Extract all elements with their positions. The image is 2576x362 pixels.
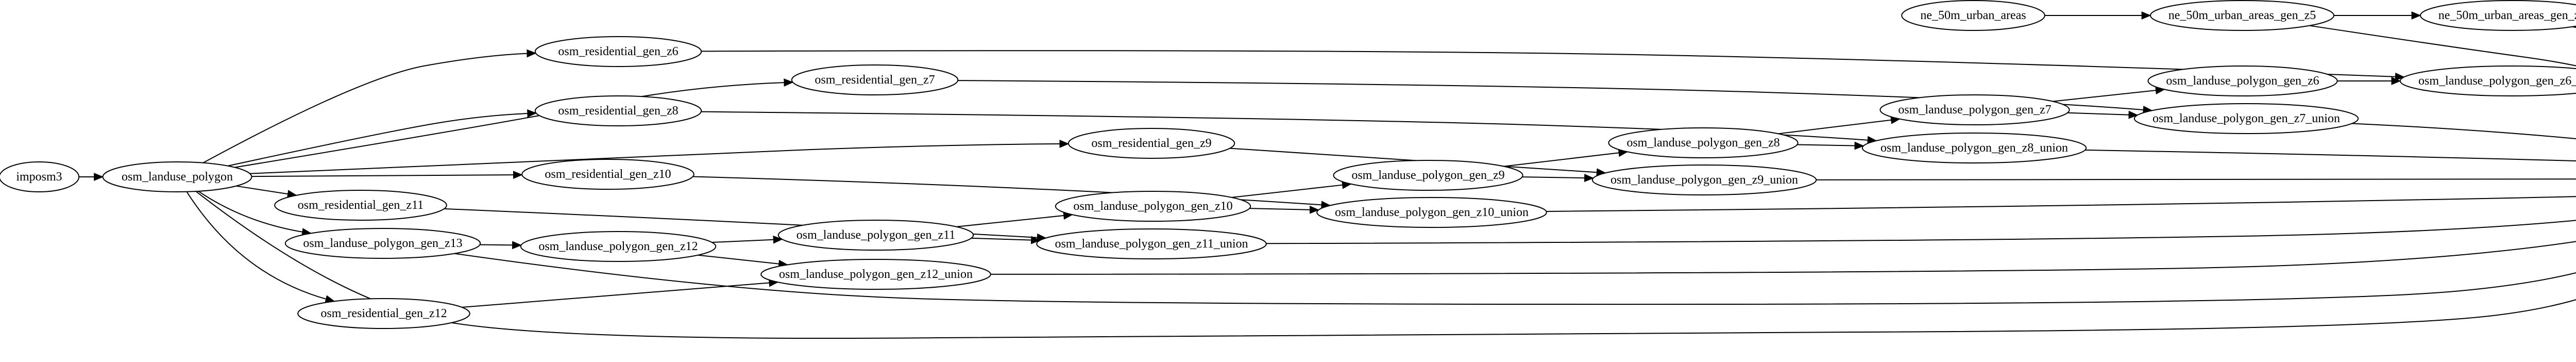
osm_landuse_polygon_gen_z7_union: osm_landuse_polygon_gen_z7_union <box>2133 103 2359 134</box>
edge-osm_landuse_polygon-to-osm_residential_gen_z10 <box>251 171 523 179</box>
osm_residential_gen_z12: osm_residential_gen_z12 <box>297 298 470 329</box>
osm_residential_gen_z9: osm_residential_gen_z9 <box>1067 128 1235 159</box>
edge-osm_landuse_polygon_gen_z12-to-osm_landuse_polygon_gen_z11 <box>711 235 783 244</box>
osm_landuse_polygon_gen_z12_union: osm_landuse_polygon_gen_z12_union <box>760 259 991 290</box>
ne_50m_urban_areas-label: ne_50m_urban_areas <box>1920 9 2026 22</box>
osm_landuse_polygon_gen_z11-label: osm_landuse_polygon_gen_z11 <box>796 228 955 242</box>
edge-osm_landuse_polygon_gen_z13-to-osm_landuse_polygon_gen_z12 <box>480 241 522 250</box>
osm_residential_gen_z7: osm_residential_gen_z7 <box>791 64 959 95</box>
edge-osm_landuse_polygon_gen_z10_union-to-layer_landuse.z10 <box>1546 196 2576 212</box>
osm_residential_gen_z6: osm_residential_gen_z6 <box>534 36 702 67</box>
osm_residential_gen_z8: osm_residential_gen_z8 <box>534 95 702 126</box>
imposm3: imposm3 <box>0 161 80 192</box>
osm_residential_gen_z10: osm_residential_gen_z10 <box>521 159 694 190</box>
osm_residential_gen_z11: osm_residential_gen_z11 <box>274 190 447 221</box>
edge-osm_residential_gen_z6-to-osm_landuse_polygon_gen_z6_union <box>701 50 2405 81</box>
osm_residential_gen_z9-label: osm_residential_gen_z9 <box>1091 137 1211 150</box>
osm_residential_gen_z11-label: osm_residential_gen_z11 <box>298 199 423 212</box>
osm_landuse_polygon_gen_z6_union-label: osm_landuse_polygon_gen_z6_union <box>2418 74 2576 88</box>
ne_50m_urban_areas: ne_50m_urban_areas <box>1901 0 2045 31</box>
osm_residential_gen_z8-label: osm_residential_gen_z8 <box>558 104 678 118</box>
osm_landuse_polygon_gen_z9_union: osm_landuse_polygon_gen_z9_union <box>1591 164 1817 195</box>
edge-osm_landuse_polygon_gen_z12_union-to-layer_landuse.z12 <box>990 241 2576 275</box>
edge-osm_landuse_polygon-to-osm_residential_gen_z9 <box>249 140 1070 174</box>
osm_landuse_polygon_gen_z7-label: osm_landuse_polygon_gen_z7 <box>1898 103 2051 117</box>
osm_landuse_polygon_gen_z9-label: osm_landuse_polygon_gen_z9 <box>1351 169 1504 182</box>
osm_landuse_polygon_gen_z10-label: osm_landuse_polygon_gen_z10 <box>1073 200 1232 213</box>
edge-osm_landuse_polygon-to-osm_residential_gen_z12 <box>186 191 335 303</box>
edge-osm_landuse_polygon_gen_z9_union-to-layer_landuse.z9 <box>1816 178 2576 180</box>
edge-osm_landuse_polygon_gen_z13-to-layer_landuse.z13 <box>454 253 2576 305</box>
osm_landuse_polygon_gen_z9_union-label: osm_landuse_polygon_gen_z9_union <box>1611 173 1798 187</box>
edge-osm_landuse_polygon-to-osm_residential_gen_z7 <box>234 78 794 168</box>
osm_landuse_polygon-label: osm_landuse_polygon <box>122 170 233 184</box>
edge-osm_landuse_polygon-to-osm_landuse_polygon_gen_z13 <box>198 190 312 236</box>
edge-osm_landuse_polygon_gen_z9-to-osm_landuse_polygon_gen_z9_union <box>1522 174 1595 183</box>
osm_landuse_polygon_gen_z11: osm_landuse_polygon_gen_z11 <box>777 220 974 251</box>
edge-osm_landuse_polygon_gen_z8-to-osm_landuse_polygon_gen_z7 <box>1778 116 1901 135</box>
osm_landuse_polygon_gen_z8_union-label: osm_landuse_polygon_gen_z8_union <box>1880 141 2068 155</box>
ne_50m_urban_areas_gen_z5-label: ne_50m_urban_areas_gen_z5 <box>2168 9 2316 22</box>
osm_landuse_polygon_gen_z10_union-label: osm_landuse_polygon_gen_z10_union <box>1335 206 1529 219</box>
osm_landuse_polygon_gen_z6_union: osm_landuse_polygon_gen_z6_union <box>2399 65 2576 96</box>
osm_landuse_polygon_gen_z10: osm_landuse_polygon_gen_z10 <box>1055 191 1251 222</box>
osm_landuse_polygon_gen_z8_union: osm_landuse_polygon_gen_z8_union <box>1861 133 2087 163</box>
edge-osm_landuse_polygon_gen_z11_union-to-layer_landuse.z11 <box>1266 220 2576 244</box>
osm_landuse_polygon_gen_z12_union-label: osm_landuse_polygon_gen_z12_union <box>779 268 973 281</box>
edge-osm_landuse_polygon-to-osm_residential_gen_z11 <box>236 185 297 198</box>
osm_landuse_polygon_gen_z13: osm_landuse_polygon_gen_z13 <box>284 228 481 259</box>
imposm3-label: imposm3 <box>16 170 62 184</box>
edge-osm_landuse_polygon_gen_z10-to-osm_landuse_polygon_gen_z10_union <box>1249 205 1319 214</box>
osm_landuse_polygon_gen_z11_union: osm_landuse_polygon_gen_z11_union <box>1036 228 1267 259</box>
edge-osm_landuse_polygon_gen_z12-to-osm_landuse_polygon_gen_z12_union <box>698 254 789 268</box>
osm_landuse_polygon_gen_z12-label: osm_landuse_polygon_gen_z12 <box>538 240 698 253</box>
osm_landuse_polygon_gen_z8-label: osm_landuse_polygon_gen_z8 <box>1626 136 1780 150</box>
edge-osm_landuse_polygon_gen_z7_union-to-layer_landuse.z7 <box>2352 123 2576 140</box>
osm_landuse_polygon_gen_z11_union-label: osm_landuse_polygon_gen_z11_union <box>1055 237 1248 251</box>
osm_landuse_polygon_gen_z10_union: osm_landuse_polygon_gen_z10_union <box>1316 197 1547 228</box>
edge-osm_landuse_polygon-to-osm_residential_gen_z6 <box>202 49 537 163</box>
edge-osm_landuse_polygon_gen_z7-to-osm_landuse_polygon_gen_z6 <box>2053 86 2165 102</box>
edge-osm_landuse_polygon_gen_z11-to-osm_landuse_polygon_gen_z10 <box>956 211 1074 227</box>
osm_landuse_polygon_gen_z12: osm_landuse_polygon_gen_z12 <box>520 231 717 262</box>
osm_landuse_polygon_gen_z7_union-label: osm_landuse_polygon_gen_z7_union <box>2153 112 2340 125</box>
osm_landuse_polygon_gen_z9: osm_landuse_polygon_gen_z9 <box>1333 160 1523 191</box>
osm_landuse_polygon_gen_z7: osm_landuse_polygon_gen_z7 <box>1879 94 2070 125</box>
edge-osm_landuse_polygon_gen_z8_union-to-layer_landuse.z8 <box>2085 149 2576 161</box>
osm_residential_gen_z12-label: osm_residential_gen_z12 <box>320 307 447 320</box>
edge-osm_landuse_polygon_gen_z8-to-osm_landuse_polygon_gen_z8_union <box>1797 141 1865 150</box>
osm_landuse_polygon_gen_z6-label: osm_landuse_polygon_gen_z6 <box>2166 74 2319 88</box>
osm_residential_gen_z6-label: osm_residential_gen_z6 <box>558 45 678 58</box>
osm_residential_gen_z10-label: osm_residential_gen_z10 <box>545 168 671 181</box>
edge-osm_landuse_polygon_gen_z10-to-osm_landuse_polygon_gen_z9 <box>1231 180 1352 198</box>
edge-osm_landuse_polygon_gen_z7-to-osm_landuse_polygon_gen_z7_union <box>2067 110 2139 119</box>
edge-osm_landuse_polygon_gen_z11-to-osm_landuse_polygon_gen_z11_union <box>971 236 1041 244</box>
edge-ne_50m_urban_areas_gen_z5-to-layer_landuse.z5 <box>2309 25 2576 67</box>
ne_50m_urban_areas_gen_z4: ne_50m_urban_areas_gen_z4 <box>2420 0 2576 31</box>
osm_landuse_polygon_gen_z6: osm_landuse_polygon_gen_z6 <box>2147 65 2338 96</box>
osm_landuse_polygon_gen_z8: osm_landuse_polygon_gen_z8 <box>1608 127 1799 158</box>
edges <box>79 11 2576 339</box>
edge-osm_residential_gen_z12-to-osm_landuse_polygon_gen_z12_union <box>462 278 779 308</box>
osm_landuse_polygon_gen_z13-label: osm_landuse_polygon_gen_z13 <box>303 237 462 250</box>
ne_50m_urban_areas_gen_z4-label: ne_50m_urban_areas_gen_z4 <box>2438 9 2576 22</box>
ne_50m_urban_areas_gen_z5: ne_50m_urban_areas_gen_z5 <box>2150 0 2334 31</box>
osm_residential_gen_z7-label: osm_residential_gen_z7 <box>815 73 935 87</box>
osm_landuse_polygon: osm_landuse_polygon <box>102 161 252 192</box>
edge-osm_landuse_polygon-to-osm_residential_gen_z8 <box>227 109 537 167</box>
edge-osm_residential_gen_z10-to-osm_landuse_polygon_gen_z10_union <box>692 176 1331 209</box>
edge-osm_landuse_polygon_gen_z9-to-osm_landuse_polygon_gen_z8 <box>1503 149 1629 167</box>
